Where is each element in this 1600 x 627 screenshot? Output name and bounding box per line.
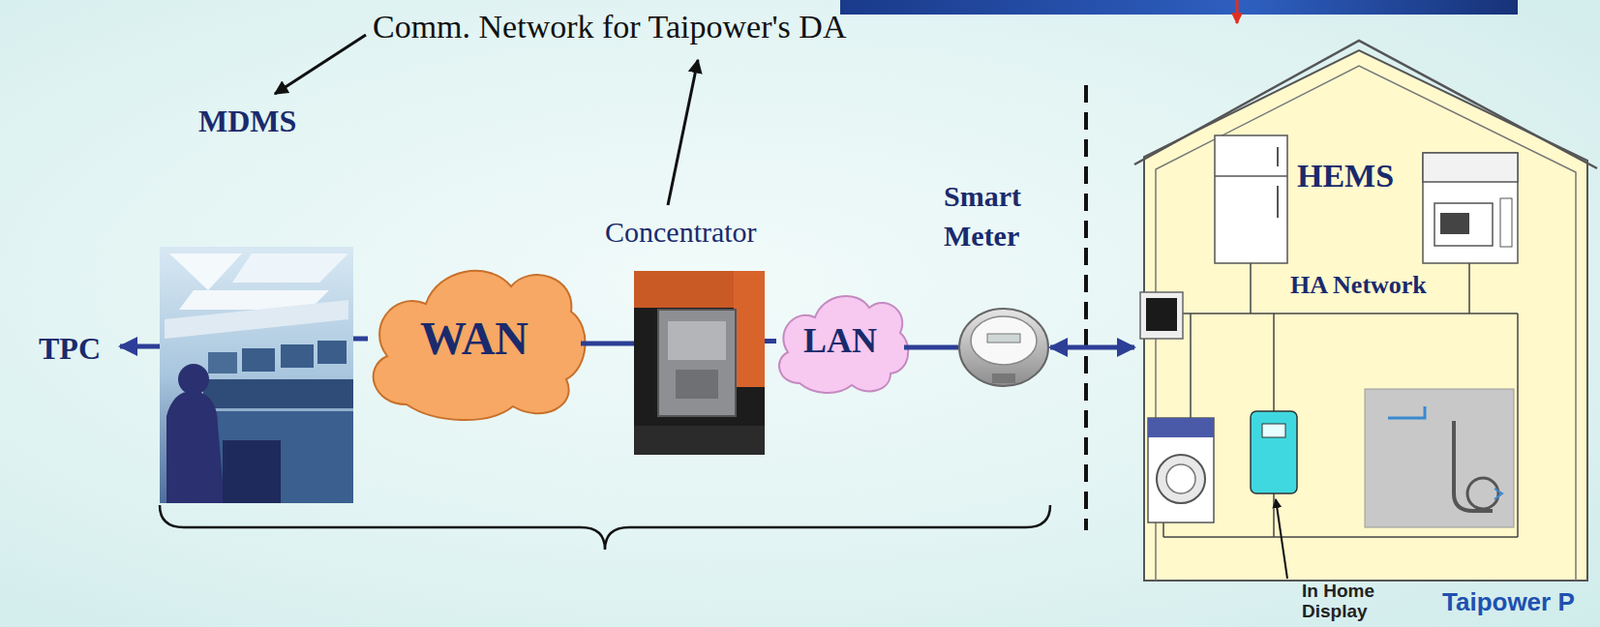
brace — [159, 505, 1051, 550]
house: HEMS HA Network — [1134, 38, 1598, 581]
cloud-label: WAN — [367, 311, 581, 365]
network-link — [764, 338, 777, 344]
node-heading: Concentrator — [604, 215, 757, 250]
watermark-label: Taipower P — [1442, 588, 1575, 618]
network-link — [1050, 345, 1135, 351]
tpc-arrow — [120, 344, 160, 350]
callout-label: In Home Display — [1301, 581, 1399, 623]
cloud-label: LAN — [776, 321, 905, 362]
banner-bar — [840, 0, 1518, 15]
lan-cloud: LAN — [776, 290, 905, 393]
hems-label: HEMS — [1297, 156, 1394, 195]
leader-arrow — [274, 34, 366, 94]
concentrator-picture — [633, 271, 765, 455]
network-link — [904, 345, 959, 351]
red-arrow — [1236, 0, 1239, 24]
network-link — [353, 336, 368, 342]
control-room-picture — [159, 246, 354, 504]
caption-label: Comm. Network for Taipower's DA — [372, 7, 846, 46]
wan-cloud: WAN — [367, 261, 581, 417]
node-heading: Smart Meter — [943, 177, 1051, 256]
leader-arrow — [667, 60, 698, 206]
network-label: HA Network — [1290, 271, 1427, 301]
network-link — [580, 341, 634, 347]
smart-meter: Smart Meter — [958, 307, 1051, 388]
endpoint-label: TPC — [38, 331, 101, 367]
control-room: MDMS — [159, 246, 354, 504]
smart-meter-picture — [959, 308, 1049, 387]
house-picture — [1134, 40, 1598, 581]
node-heading: MDMS — [198, 103, 297, 140]
boundary-line — [1084, 85, 1088, 531]
concentrator: Concentrator — [633, 271, 765, 455]
